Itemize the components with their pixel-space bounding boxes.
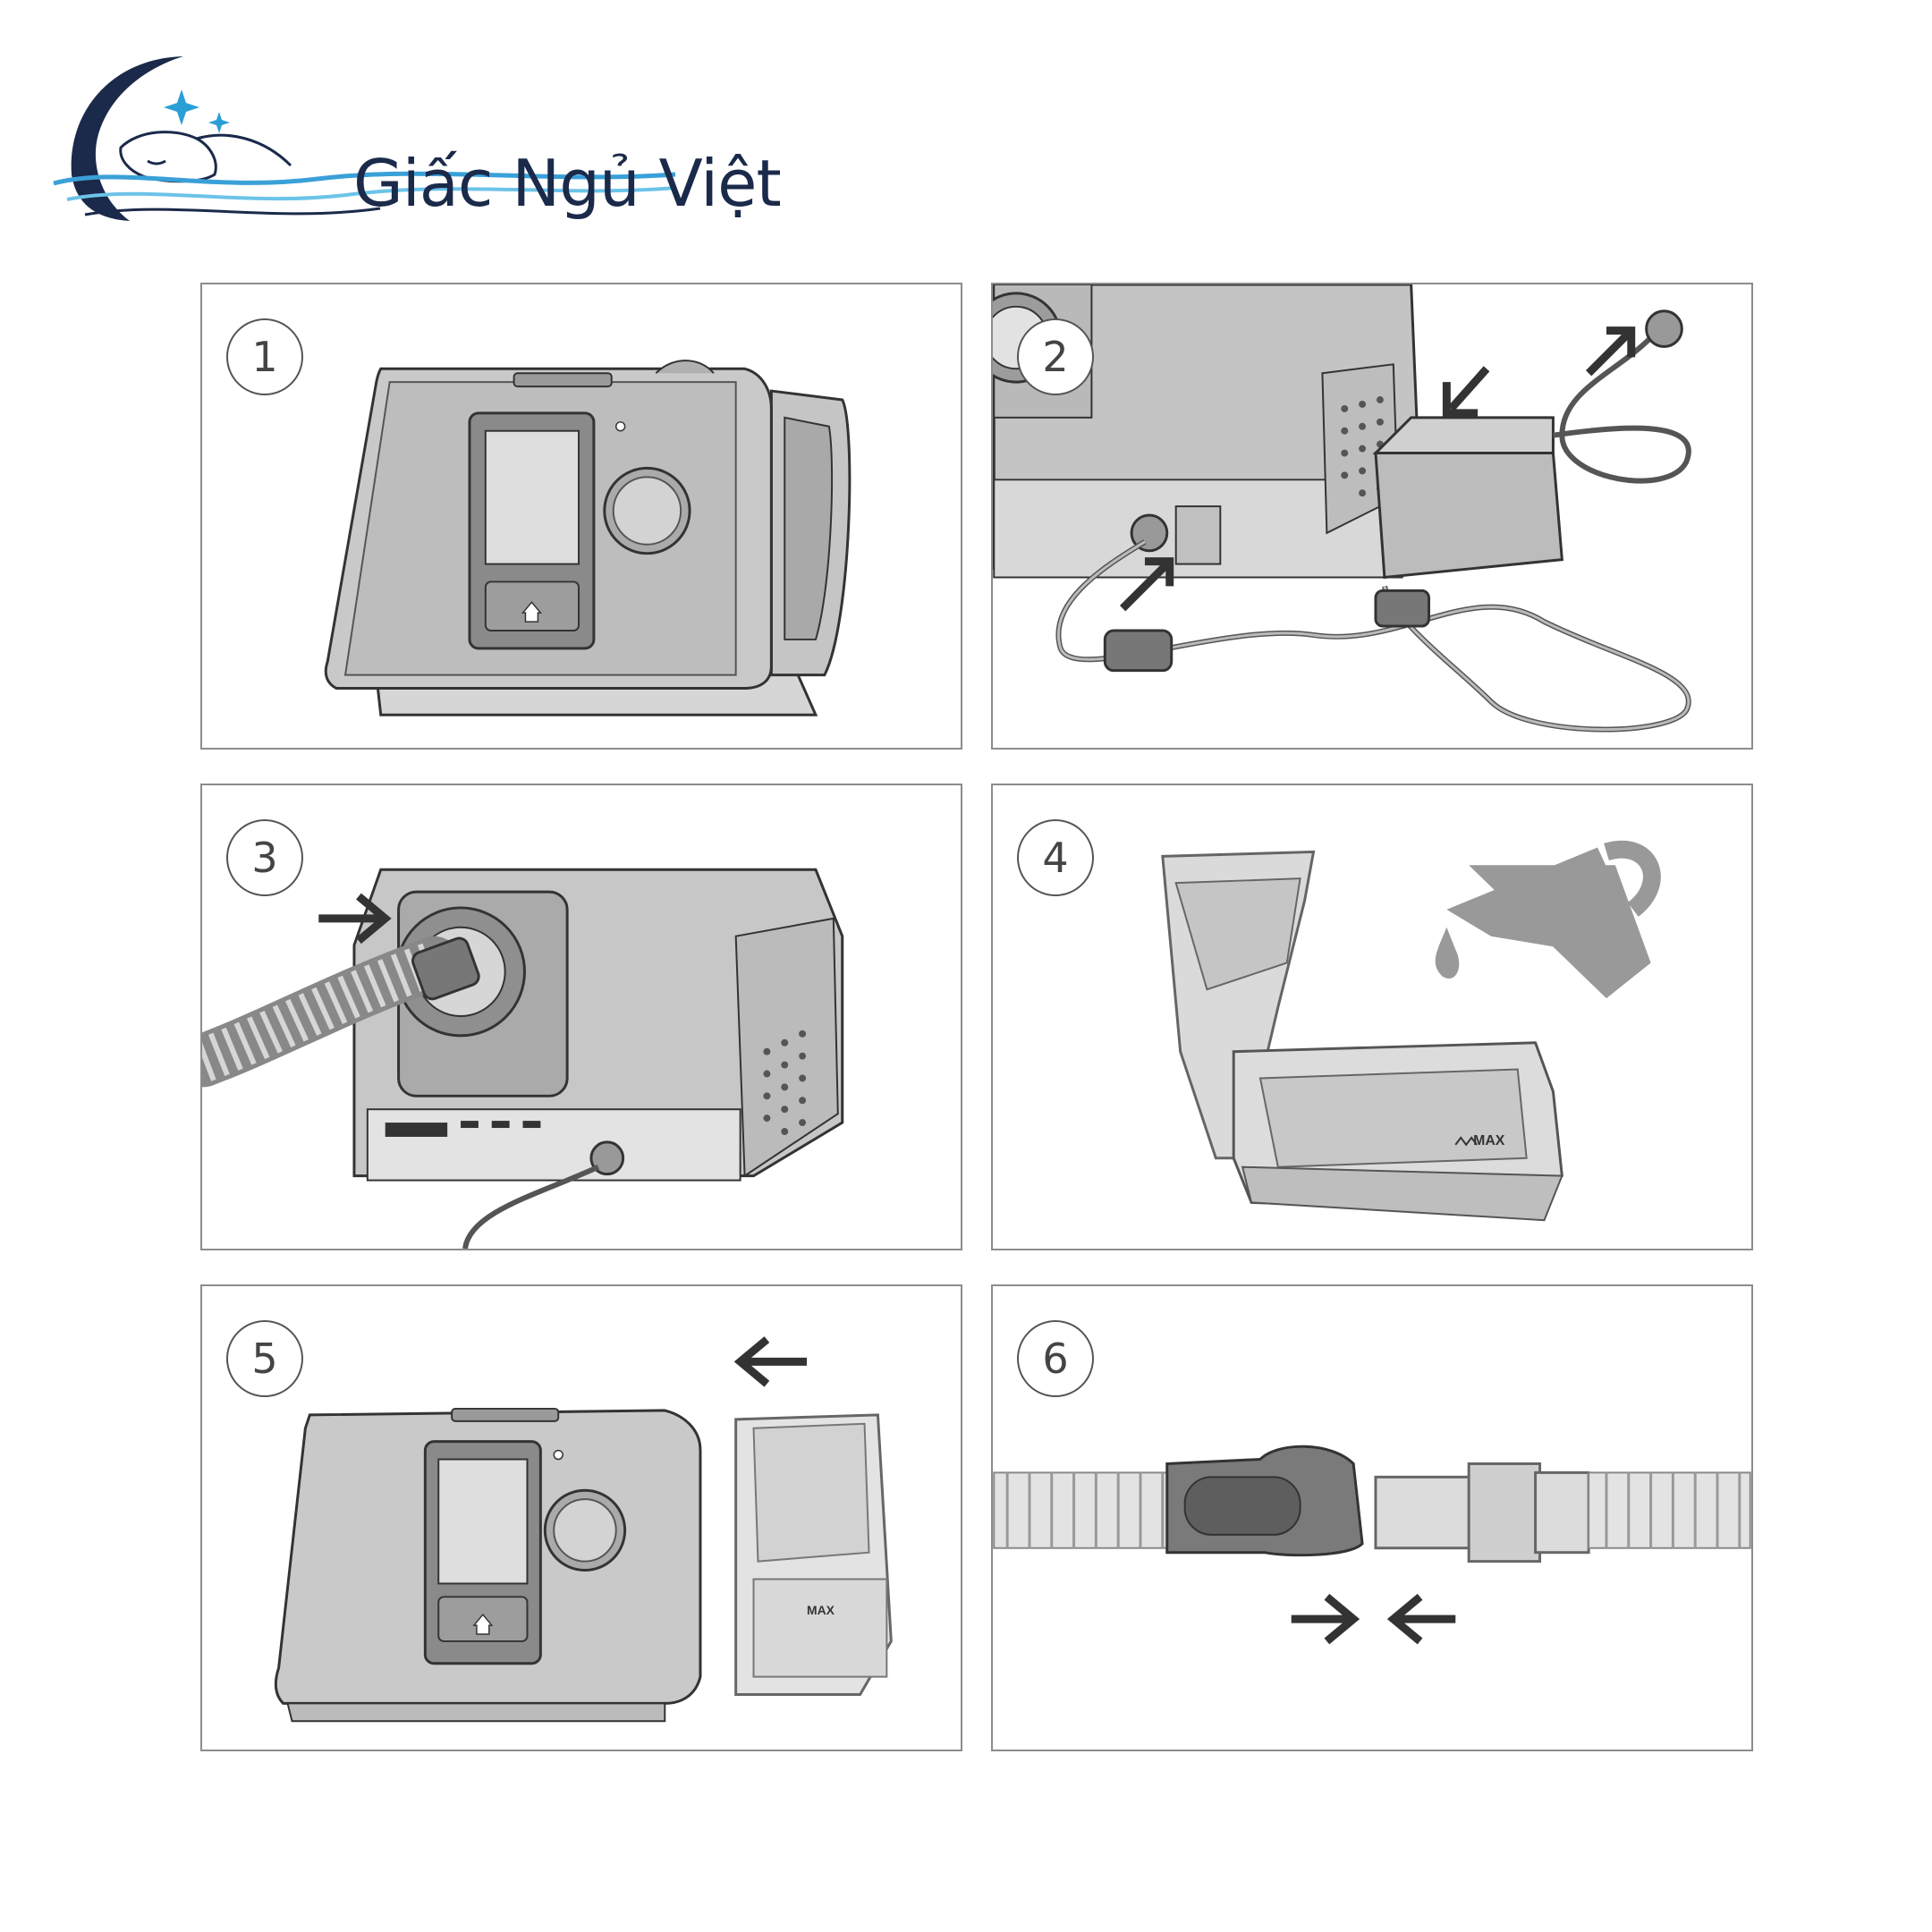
step-panel-2: 2 (991, 283, 1753, 750)
step-number-badge: 3 (226, 819, 303, 896)
arrow-icon (1585, 326, 1636, 377)
step-number-badge: 4 (1017, 819, 1094, 896)
arrow-icon (733, 1336, 808, 1387)
brand-logo: Giấc Ngủ Việt (49, 49, 782, 228)
step-number-badge: 1 (226, 318, 303, 395)
water-drop-icon (1435, 927, 1460, 979)
step-number-badge: 5 (226, 1320, 303, 1397)
home-icon (521, 601, 542, 623)
step-panel-5: 5 MAX (200, 1284, 962, 1751)
step-panel-4: 4 MAX (991, 784, 1753, 1250)
max-label: MAX (807, 1603, 835, 1617)
home-icon (472, 1614, 494, 1635)
water-tub-fill-illustration: MAX (1161, 840, 1661, 1222)
step-panel-3: 3 (200, 784, 962, 1250)
max-label: MAX (1473, 1133, 1505, 1148)
power-connection-illustration (993, 284, 1691, 733)
cpap-device-illustration (324, 360, 852, 716)
arrow-icon (318, 893, 392, 945)
step-number-badge: 6 (1017, 1320, 1094, 1397)
tube-connection-illustration (202, 868, 844, 1249)
arrow-icon (1442, 366, 1490, 418)
arrow-icon (1291, 1593, 1360, 1645)
tub-insert-illustration: MAX (274, 1336, 893, 1723)
step-panel-6: 6 (991, 1284, 1753, 1751)
arrow-icon (1386, 1593, 1456, 1645)
tube-mask-connection-illustration (993, 1445, 1751, 1645)
arrow-icon (1119, 557, 1174, 612)
step-panel-1: 1 (200, 283, 962, 750)
step-number-badge: 2 (1017, 318, 1094, 395)
brand-name: Giấc Ngủ Việt (353, 146, 782, 221)
logo-emblem-icon (53, 56, 676, 221)
